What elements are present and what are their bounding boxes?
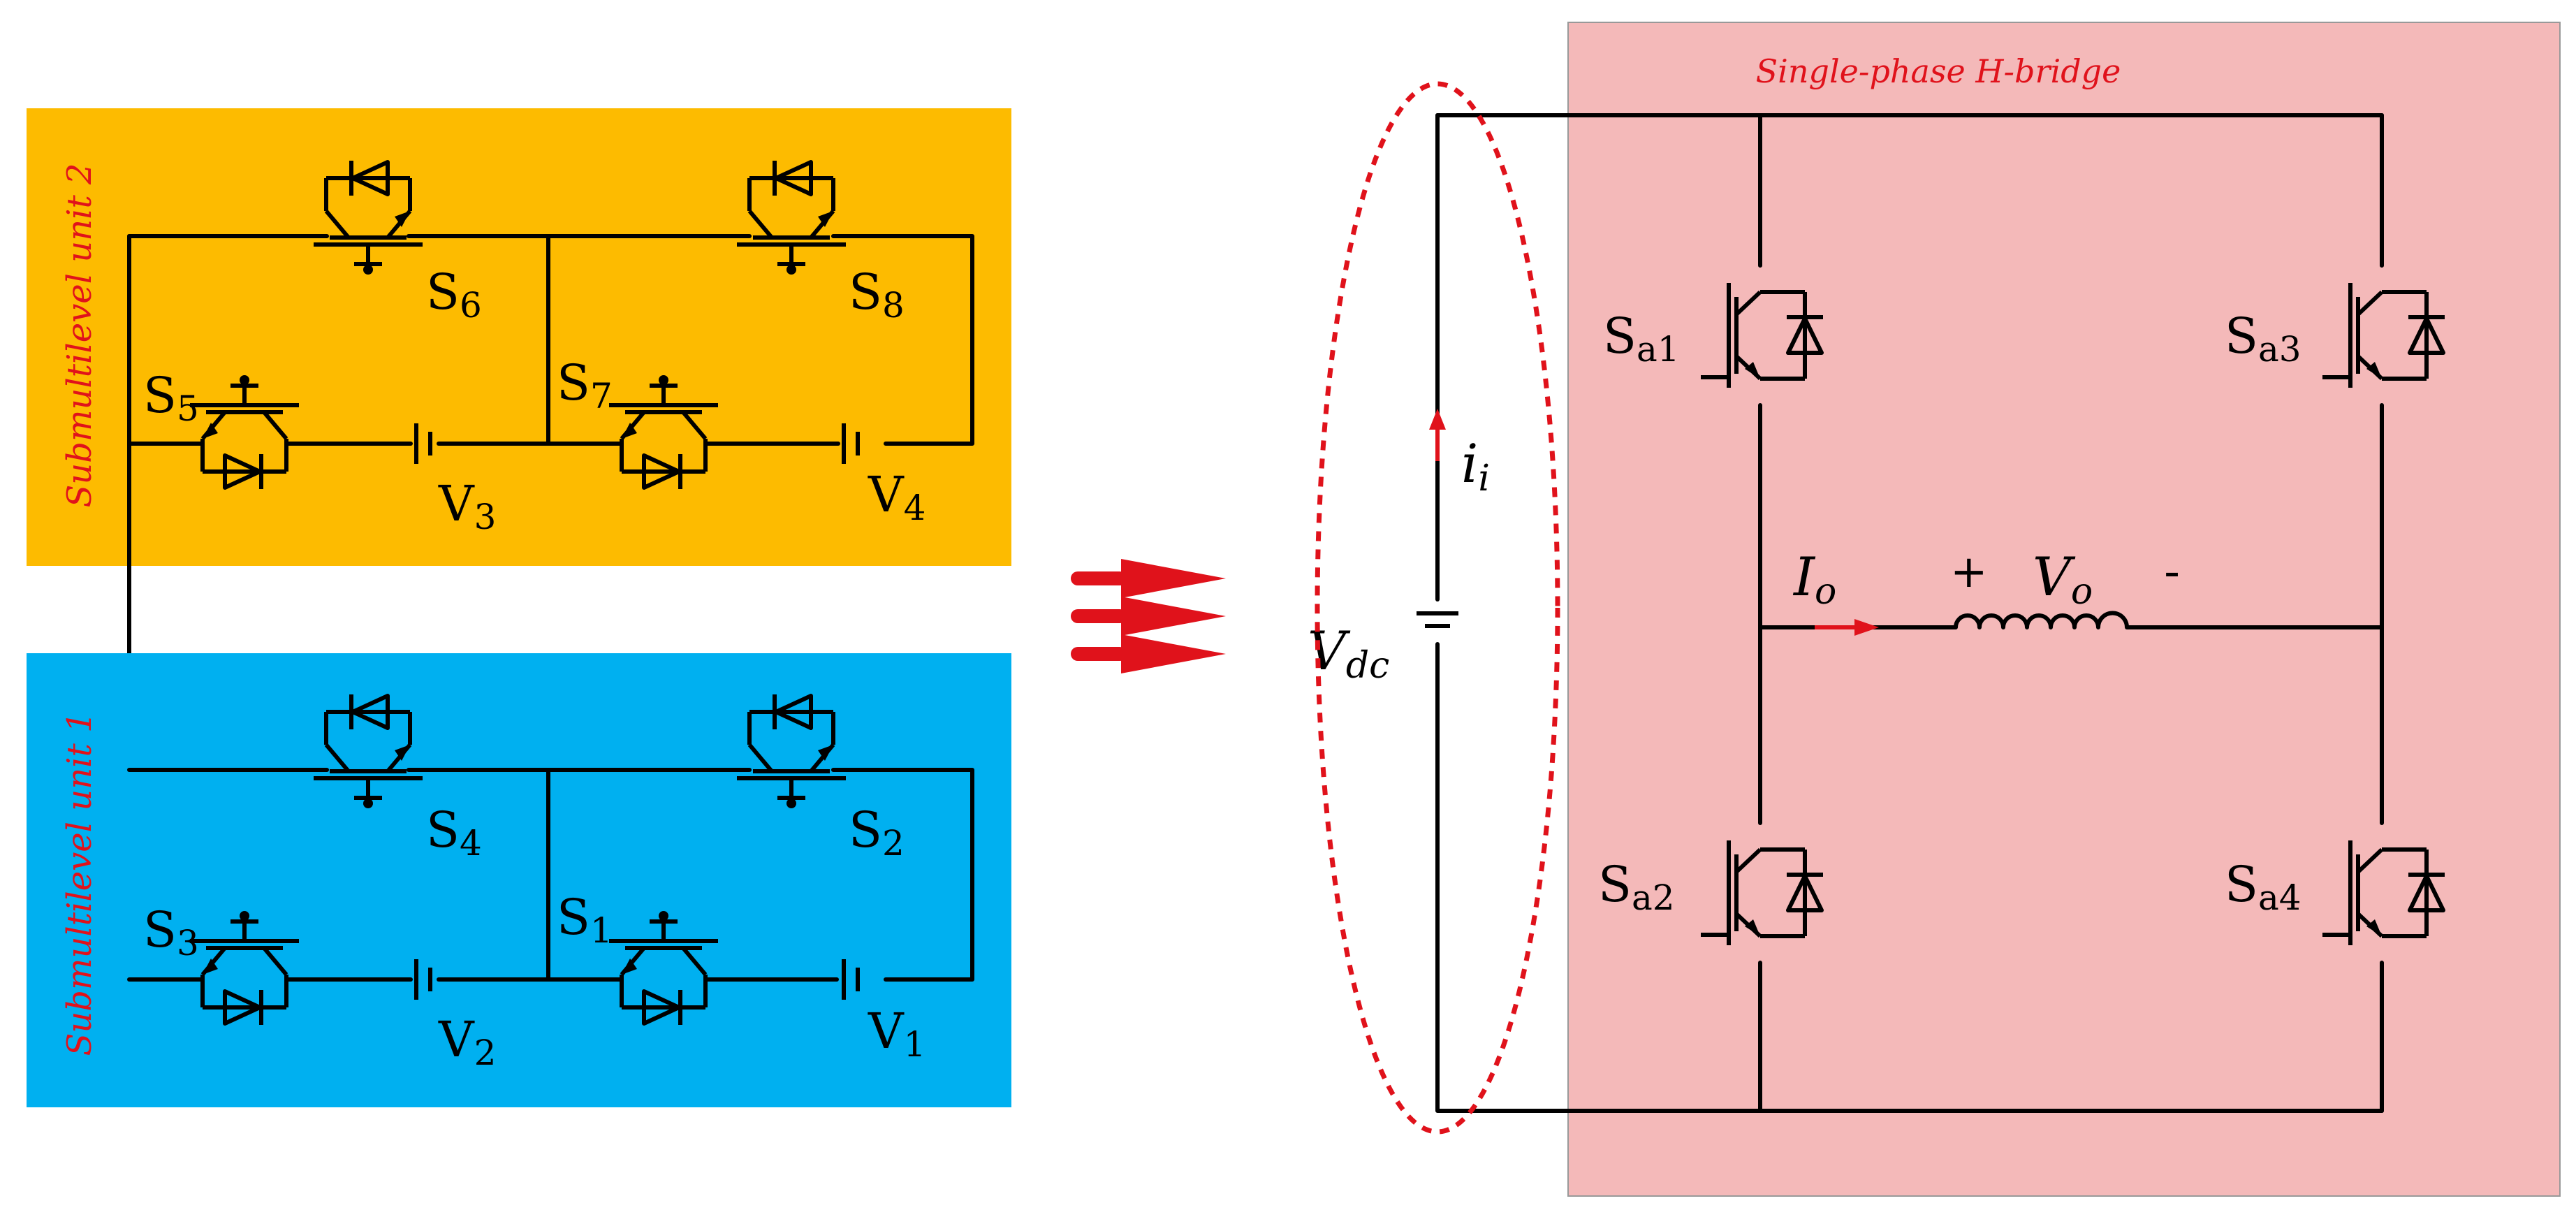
label-io: Io: [1792, 546, 1836, 613]
label-sa1: Sa1: [1603, 307, 1680, 370]
input-current-arrow-icon: [1429, 409, 1446, 461]
label-vo: Vo: [2033, 546, 2093, 613]
label-s5: S5: [143, 367, 199, 429]
dc-equivalent-highlight: [1315, 81, 1560, 1135]
unit2-panel: [27, 108, 1011, 566]
label-s3: S3: [143, 901, 199, 963]
hbridge-wiring: [1435, 113, 2384, 1113]
unit2-batteries: [414, 423, 860, 464]
label-s8: S8: [849, 263, 905, 326]
label-s4: S4: [426, 801, 482, 863]
unit1-panel: [27, 653, 1011, 1107]
hbridge-title: Single-phase H-bridge: [1756, 52, 2121, 90]
unit1-wiring: [127, 768, 974, 982]
unit1-title: Submultilevel unit 1: [60, 711, 99, 1056]
unit1-batteries: [414, 959, 860, 1000]
label-ii: ii: [1461, 432, 1490, 500]
label-vo-plus: +: [1950, 546, 1988, 598]
label-vdc: Vdc: [1308, 620, 1389, 687]
equivalence-arrows-icon: [1071, 559, 1226, 673]
label-v1: V1: [868, 1003, 925, 1065]
inductor-icon: [1954, 611, 2129, 629]
label-sa3: Sa3: [2225, 307, 2301, 370]
label-v4: V4: [868, 466, 925, 528]
label-s6: S6: [426, 263, 482, 326]
label-vo-minus: -: [2164, 546, 2180, 598]
label-s1: S1: [557, 889, 613, 951]
hbridge-panel: [1567, 22, 2561, 1197]
label-s2: S2: [849, 801, 905, 863]
label-v2: V2: [438, 1011, 496, 1073]
label-s7: S7: [557, 354, 613, 416]
label-sa2: Sa2: [1598, 856, 1675, 918]
label-v3: V3: [438, 475, 496, 537]
dc-source-icon: [1417, 611, 1458, 628]
output-current-arrow-icon: [1815, 619, 1879, 636]
unit2-title: Submultilevel unit 2: [60, 163, 99, 507]
label-sa4: Sa4: [2225, 856, 2301, 918]
